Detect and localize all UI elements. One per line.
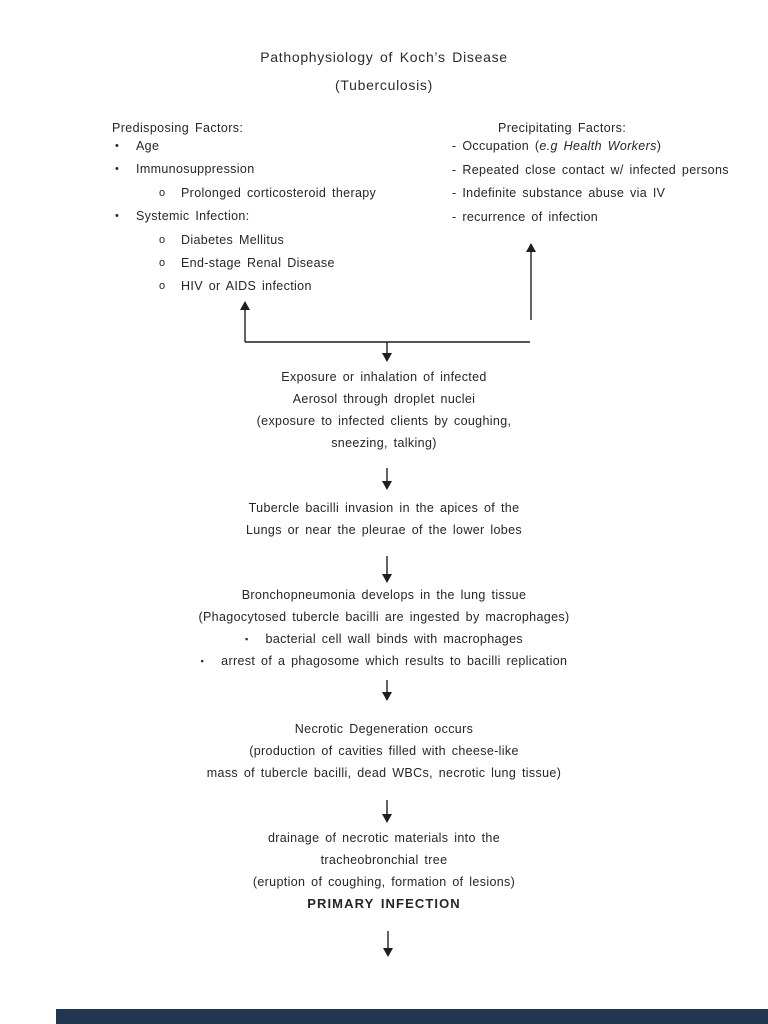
list-item-italic: e.g Health Workers	[539, 139, 657, 153]
list-item-label: )	[656, 139, 662, 153]
bullet-circle-icon: o	[159, 256, 166, 269]
bullet-dot-icon: •	[115, 210, 120, 223]
list-item-label: Systemic Infection:	[136, 209, 250, 224]
down-arrow	[382, 680, 392, 701]
bullet-circle-icon: o	[159, 280, 166, 293]
arrowhead-down-icon	[382, 481, 392, 490]
flow-line: arrest of a phagosome which results to b…	[221, 654, 568, 668]
flow-line: Exposure or inhalation of infected	[281, 370, 487, 384]
arrowhead-down-icon	[383, 948, 393, 957]
flow-line: drainage of necrotic materials into the	[267, 831, 501, 845]
list-item-label: Immunosuppression	[136, 162, 255, 177]
list-item-label: - Repeated close contact w/ infected per…	[452, 162, 729, 177]
flow-line: bacterial cell wall binds with macrophag…	[265, 632, 523, 646]
flow-step-necrotic-degeneration: Necrotic Degeneration occurs (production…	[0, 718, 768, 784]
page-bottom-bar	[56, 1009, 768, 1024]
flow-line: (Phagocytosed tubercle bacilli are inges…	[198, 610, 570, 624]
flow-line: mass of tubercle bacilli, dead WBCs, nec…	[206, 766, 562, 780]
flow-line: Bronchopneumonia develops in the lung ti…	[241, 588, 527, 602]
arrowhead-down-icon	[382, 692, 392, 701]
flow-step-bronchopneumonia: Bronchopneumonia develops in the lung ti…	[0, 584, 768, 672]
list-item-label: End-stage Renal Disease	[181, 255, 335, 270]
down-arrow	[382, 800, 392, 823]
list-item: - recurrence of infection	[452, 206, 729, 230]
list-item-label: - recurrence of infection	[452, 209, 599, 224]
page-title: Pathophysiology of Koch’s Disease	[260, 49, 508, 65]
list-item: - Occupation (e.g Health Workers)	[452, 135, 729, 159]
arrowhead-down-icon	[382, 814, 392, 823]
flow-bullet-line: ▪ arrest of a phagosome which results to …	[0, 650, 768, 672]
arrowhead-down-icon	[382, 574, 392, 583]
bullet-square-icon: ▪	[200, 656, 205, 666]
list-item: - Indefinite substance abuse via IV	[452, 182, 729, 206]
bullet-circle-icon: o	[159, 233, 166, 246]
list-item: • Systemic Infection:	[112, 205, 376, 228]
flow-line: Tubercle bacilli invasion in the apices …	[248, 501, 520, 515]
flow-step-invasion: Tubercle bacilli invasion in the apices …	[0, 497, 768, 541]
list-item-label: Prolonged corticosteroid therapy	[181, 185, 377, 200]
precipitating-factors-list: - Occupation (e.g Health Workers) - Repe…	[452, 135, 729, 229]
list-item: o Diabetes Mellitus	[112, 229, 376, 252]
flow-step-exposure: Exposure or inhalation of infected Aeros…	[0, 366, 768, 454]
precipitating-factors-heading: Precipitating Factors:	[498, 121, 627, 135]
predisposing-factors-heading: Predisposing Factors:	[112, 121, 244, 135]
flow-line: (production of cavities filled with chee…	[249, 744, 519, 758]
list-item: • Age	[112, 135, 376, 158]
primary-infection-label: PRIMARY INFECTION	[307, 896, 461, 911]
flow-line: tracheobronchial tree	[320, 853, 448, 867]
bullet-dot-icon: •	[115, 163, 120, 176]
flow-line: Necrotic Degeneration occurs	[294, 722, 474, 736]
list-item: - Repeated close contact w/ infected per…	[452, 159, 729, 183]
predisposing-factors-list: • Age • Immunosuppression o Prolonged co…	[112, 135, 376, 299]
down-arrow	[383, 931, 393, 957]
down-arrow	[382, 556, 392, 583]
flow-line: (eruption of coughing, formation of lesi…	[252, 875, 516, 889]
arrowhead-up-icon	[240, 301, 250, 310]
list-item: o HIV or AIDS infection	[112, 275, 376, 298]
list-item: o Prolonged corticosteroid therapy	[112, 182, 376, 205]
flow-line: Lungs or near the pleurae of the lower l…	[245, 523, 522, 537]
arrowhead-up-icon	[526, 243, 536, 252]
list-item: • Immunosuppression	[112, 158, 376, 181]
bullet-circle-icon: o	[159, 186, 166, 199]
flow-line: (exposure to infected clients by coughin…	[256, 414, 512, 428]
list-item-label: - Indefinite substance abuse via IV	[452, 186, 666, 200]
page-subtitle: (Tuberculosis)	[335, 77, 433, 93]
list-item: o End-stage Renal Disease	[112, 252, 376, 275]
flow-step-drainage: drainage of necrotic materials into the …	[0, 827, 768, 915]
flow-bullet-line: ▪ bacterial cell wall binds with macropha…	[0, 628, 768, 650]
arrowhead-down-icon	[382, 353, 392, 362]
flow-line: Aerosol through droplet nuclei	[292, 392, 476, 406]
bullet-dot-icon: •	[115, 140, 120, 152]
down-arrow	[382, 468, 392, 490]
flow-line: sneezing, talking)	[331, 436, 437, 450]
list-item-label: Diabetes Mellitus	[181, 232, 285, 247]
list-item-label: - Occupation (	[452, 139, 540, 153]
bullet-square-icon: ▪	[245, 634, 249, 644]
list-item-label: HIV or AIDS infection	[181, 279, 312, 294]
list-item-label: Age	[136, 139, 160, 153]
